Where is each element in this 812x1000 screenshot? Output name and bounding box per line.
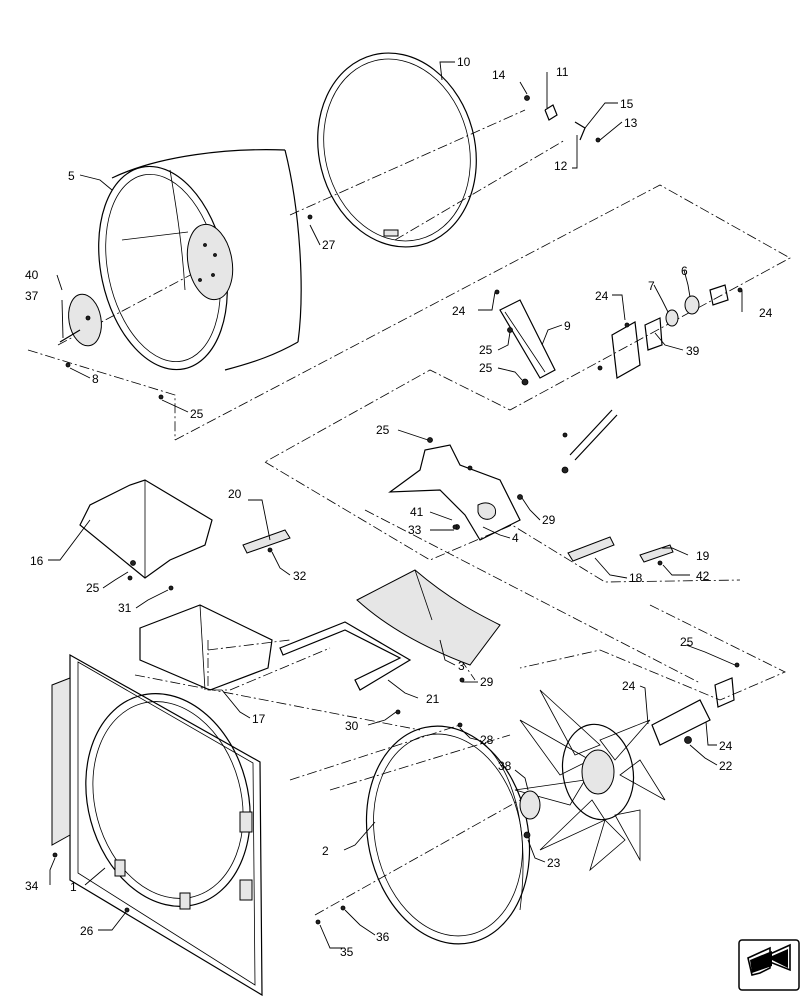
- callout-30: 30: [345, 719, 359, 733]
- next-page-arrow-icon[interactable]: [738, 939, 800, 991]
- callout-4: 4: [512, 531, 519, 545]
- callout-1: 1: [70, 880, 77, 894]
- callout-25-d: 25: [376, 423, 390, 437]
- seal-strips: [242, 529, 674, 566]
- callout-25-e: 25: [86, 581, 100, 595]
- callout-25-c: 25: [479, 361, 493, 375]
- shroud-drum: [98, 149, 302, 371]
- callout-labels: 1 2 3 4 5 6 7 8 9 10 11 12 13 14 15 16 1…: [25, 55, 773, 959]
- callout-24-a: 24: [452, 304, 466, 318]
- curved-panel: [356, 569, 501, 666]
- callout-13: 13: [624, 116, 638, 130]
- callout-32: 32: [293, 569, 307, 583]
- callout-25-f: 25: [680, 635, 694, 649]
- callout-29-b: 29: [480, 675, 494, 689]
- callout-11: 11: [556, 65, 569, 79]
- callout-3: 3: [458, 659, 465, 673]
- callout-24-d: 24: [622, 679, 636, 693]
- callout-18: 18: [629, 571, 643, 585]
- assembly-lines: [27, 109, 791, 916]
- callout-26: 26: [80, 924, 94, 938]
- tensioner-assembly: [597, 284, 743, 379]
- radiator-shroud-frame: [51, 653, 263, 997]
- fan-ring: [365, 725, 531, 945]
- callout-37: 37: [25, 289, 39, 303]
- callout-24-e: 24: [719, 739, 733, 753]
- callout-14: 14: [492, 68, 506, 82]
- callout-7: 7: [648, 279, 655, 293]
- u-frame-bracket: [279, 621, 412, 691]
- callout-29-a: 29: [542, 513, 556, 527]
- callout-19: 19: [696, 549, 710, 563]
- callout-25-a: 25: [190, 407, 204, 421]
- hub-plate: [59, 293, 102, 347]
- callout-21: 21: [426, 692, 440, 706]
- callout-5: 5: [68, 169, 75, 183]
- callout-39: 39: [686, 344, 700, 358]
- callout-41: 41: [410, 505, 424, 519]
- callout-leaders: [48, 61, 743, 949]
- callout-33: 33: [408, 523, 422, 537]
- callout-34: 34: [25, 879, 39, 893]
- callout-10: 10: [457, 55, 471, 69]
- callout-40: 40: [25, 268, 39, 282]
- lower-baffle: [139, 604, 273, 691]
- callout-2: 2: [322, 844, 329, 858]
- callout-24-c: 24: [759, 306, 773, 320]
- callout-12: 12: [554, 159, 568, 173]
- callout-16: 16: [30, 554, 44, 568]
- callout-9: 9: [564, 319, 571, 333]
- callout-35: 35: [340, 945, 354, 959]
- baffle-panel: [79, 479, 213, 591]
- callout-42: 42: [696, 569, 710, 583]
- bracket-arm: [494, 289, 556, 386]
- callout-23: 23: [547, 856, 561, 870]
- callout-36: 36: [376, 930, 390, 944]
- callout-24-b: 24: [595, 289, 609, 303]
- bracket-hardware-top: [524, 95, 601, 143]
- callout-22: 22: [719, 759, 733, 773]
- fasteners: [52, 214, 740, 925]
- callout-28: 28: [480, 733, 494, 747]
- cooling-fan: [514, 677, 735, 872]
- callout-20: 20: [228, 487, 242, 501]
- callout-27: 27: [322, 238, 336, 252]
- callout-15: 15: [620, 97, 634, 111]
- callout-25-b: 25: [479, 343, 493, 357]
- ring-seal: [317, 52, 477, 248]
- callout-8: 8: [92, 372, 99, 386]
- callout-38: 38: [498, 759, 512, 773]
- rod-bracket: [561, 409, 618, 474]
- callout-17: 17: [252, 712, 266, 726]
- callout-6: 6: [681, 264, 688, 278]
- callout-31: 31: [118, 601, 132, 615]
